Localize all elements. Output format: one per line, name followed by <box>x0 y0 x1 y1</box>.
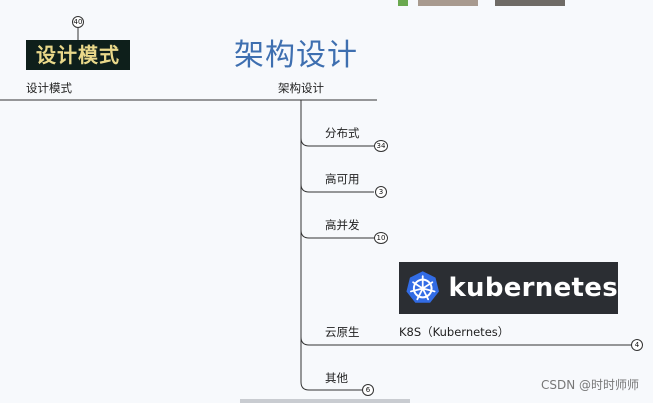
node-design-patterns[interactable]: 设计模式 <box>26 81 72 95</box>
kubernetes-wordmark: kubernetes <box>448 273 618 303</box>
count-badge-high-concurrency[interactable]: 10 <box>374 232 388 244</box>
node-other[interactable]: 其他 <box>325 371 348 385</box>
page-title: 架构设计 <box>234 38 358 73</box>
node-distributed[interactable]: 分布式 <box>325 126 360 140</box>
thumbnail-strip-green <box>398 0 408 6</box>
horizontal-scrollbar[interactable] <box>240 399 410 403</box>
csdn-watermark: CSDN @时时师师 <box>540 378 639 392</box>
count-badge-design-patterns[interactable]: 40 <box>72 16 84 28</box>
node-high-availability[interactable]: 高可用 <box>325 172 360 186</box>
count-badge-cloud-native[interactable]: 4 <box>631 339 643 351</box>
design-patterns-banner-image: 设计模式 <box>26 40 130 70</box>
kubernetes-logo-image: kubernetes <box>399 262 618 314</box>
count-badge-other[interactable]: 6 <box>362 384 374 396</box>
node-architecture-design[interactable]: 架构设计 <box>278 81 324 95</box>
node-cloud-native[interactable]: 云原生 <box>325 325 360 339</box>
node-high-concurrency[interactable]: 高并发 <box>325 218 360 232</box>
count-badge-high-availability[interactable]: 3 <box>375 186 387 198</box>
node-k8s-detail[interactable]: K8S（Kubernetes） <box>399 325 510 339</box>
kubernetes-helm-icon <box>406 271 439 303</box>
count-badge-distributed[interactable]: 34 <box>374 140 388 152</box>
thumbnail-strip-b <box>495 0 565 6</box>
thumbnail-strip-a <box>418 0 478 6</box>
